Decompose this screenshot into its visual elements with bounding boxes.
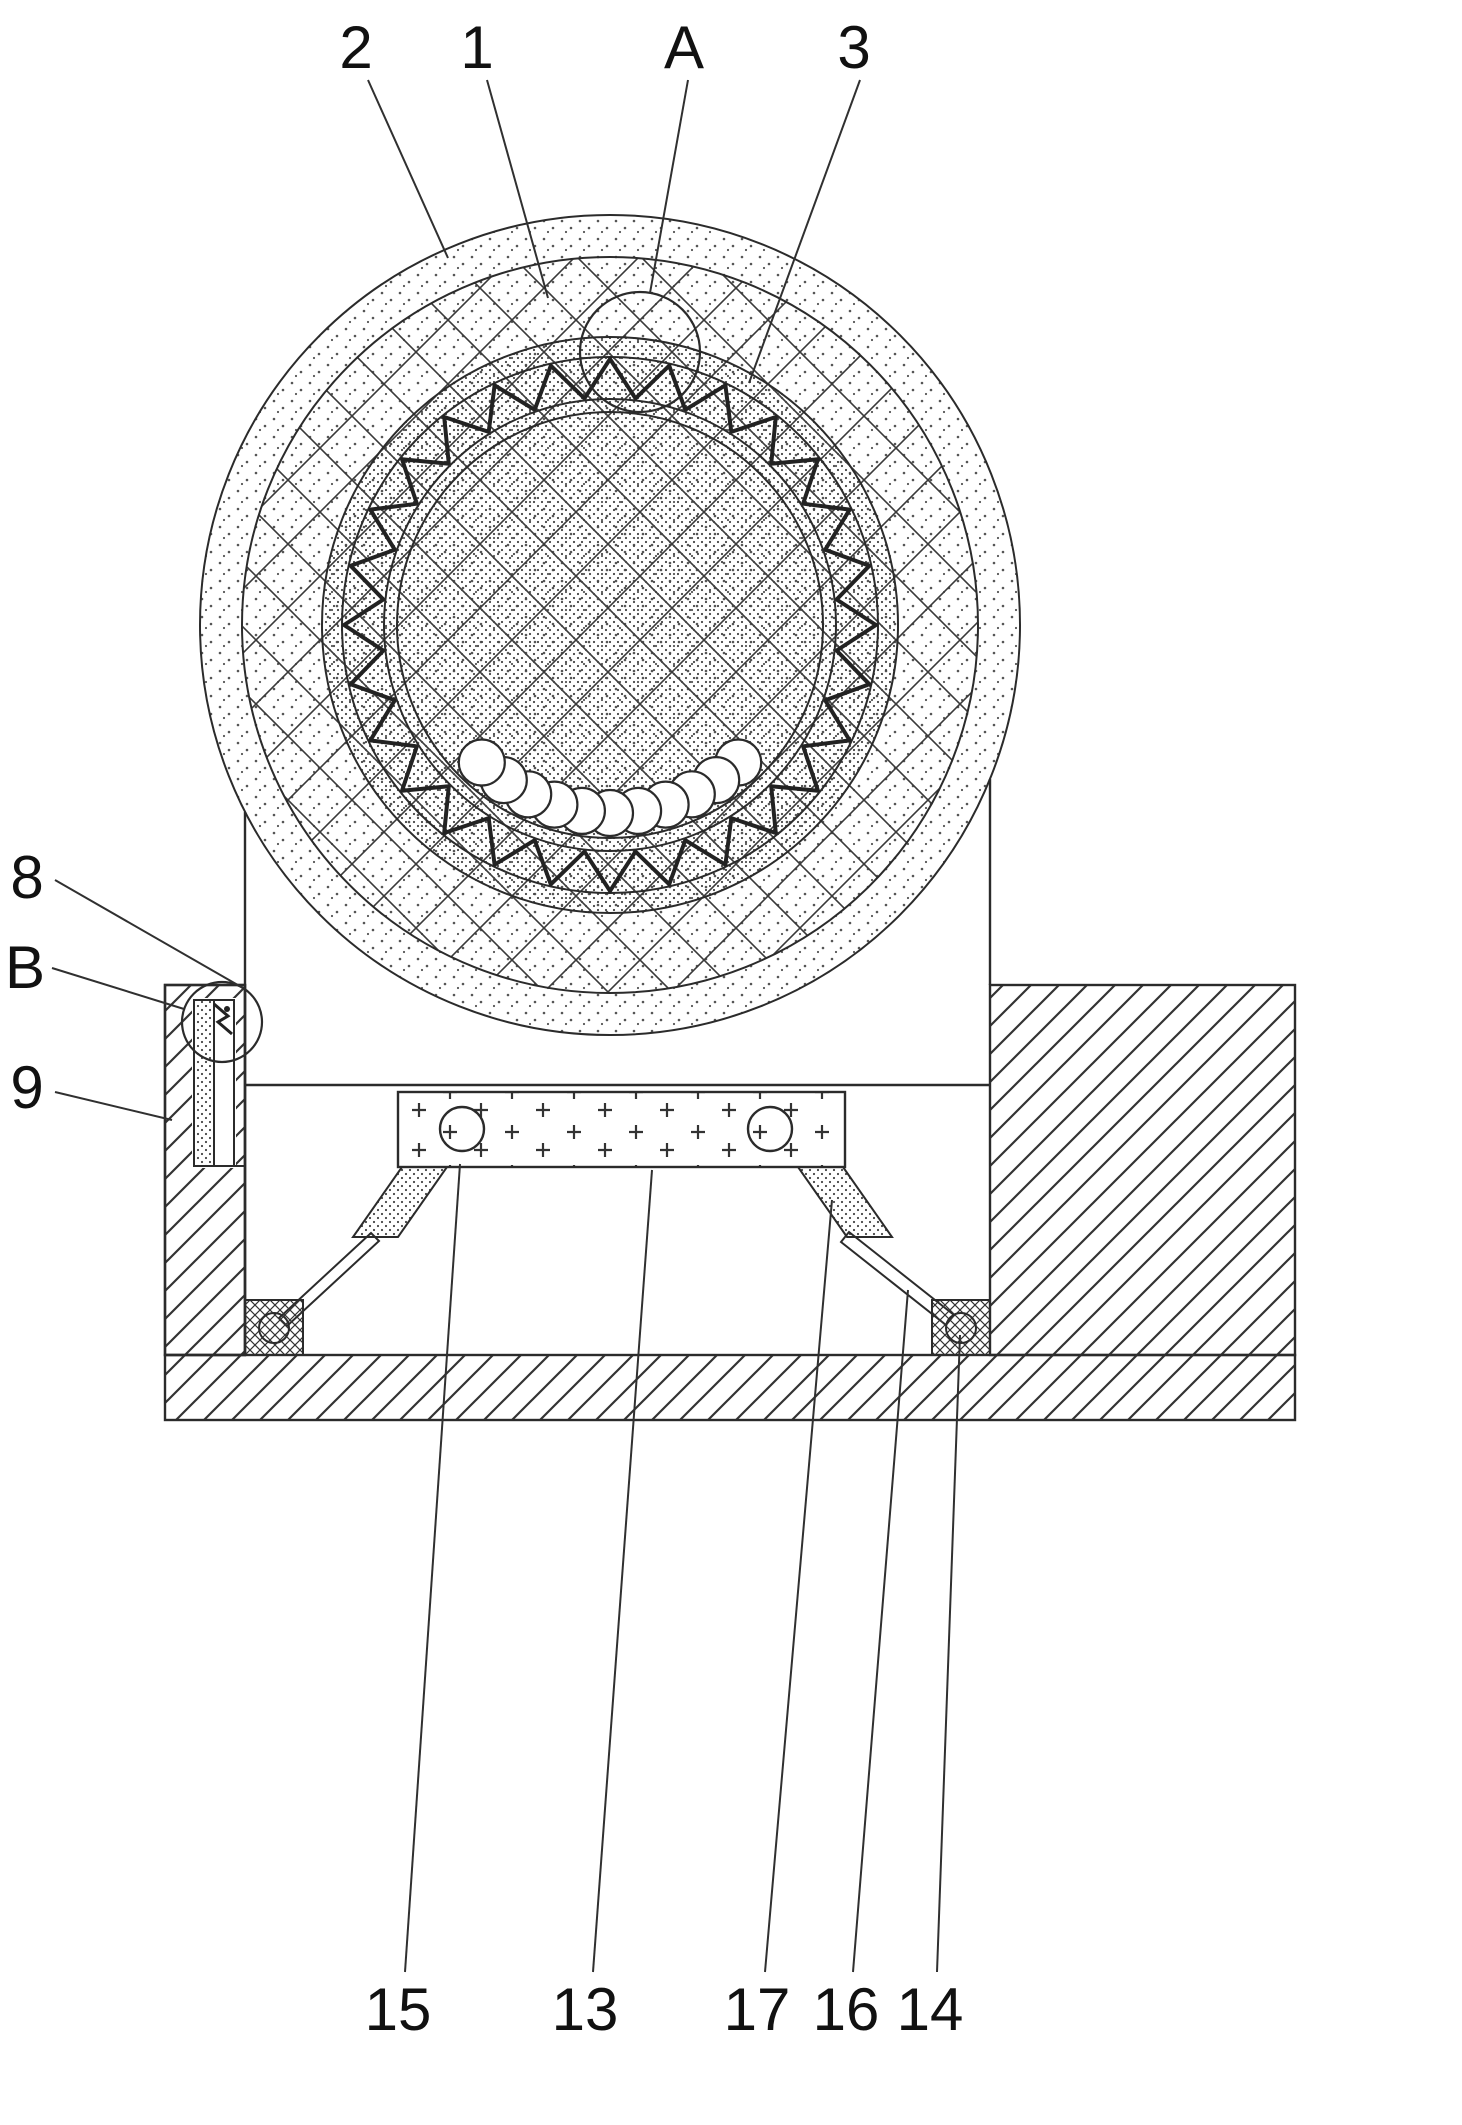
callout-a: A — [664, 14, 704, 81]
callout-14: 14 — [897, 1976, 964, 2043]
left-corner-bearing-pin — [258, 1312, 290, 1344]
leader-a — [649, 79, 689, 294]
callout-labels: 2 1 A 3 8 B 9 15 13 17 16 14 — [5, 14, 963, 2043]
ball — [457, 738, 506, 787]
leader-16 — [852, 1289, 909, 1973]
callout-b: B — [5, 934, 45, 1001]
leader-2 — [367, 79, 449, 259]
leader-8 — [54, 879, 244, 989]
callout-2: 2 — [339, 14, 372, 81]
callout-9: 9 — [10, 1054, 43, 1121]
leader-1 — [486, 79, 549, 299]
callout-17: 17 — [724, 1976, 791, 2043]
detail-circle-b — [180, 980, 264, 1064]
support-bar — [396, 1090, 847, 1169]
callout-3: 3 — [837, 14, 870, 81]
callout-13: 13 — [552, 1976, 619, 2043]
right-strut — [796, 1166, 894, 1238]
lower-mechanism — [244, 1090, 991, 1356]
right-wall — [990, 985, 1295, 1355]
callout-16: 16 — [813, 1976, 880, 2043]
leader-b — [51, 967, 185, 1010]
left-strut — [351, 1166, 449, 1238]
callout-15: 15 — [365, 1976, 432, 2043]
leader-14 — [936, 1334, 961, 1973]
latch-pin — [224, 1006, 230, 1012]
inner-sleeve-inner — [396, 411, 824, 839]
right-corner-bearing-pin — [945, 1312, 977, 1344]
truss-zigzag — [342, 357, 878, 893]
base-slab — [165, 1355, 1295, 1420]
base-housing — [163, 983, 1297, 1422]
bar-left-roller — [438, 1105, 486, 1153]
right-corner-bearing — [931, 1299, 991, 1356]
callout-1: 1 — [460, 14, 493, 81]
leader-9 — [54, 1091, 173, 1121]
pedestal-body — [243, 779, 992, 1355]
ring-assembly — [180, 214, 1021, 1064]
leader-3 — [748, 79, 861, 384]
leader-13 — [592, 1169, 653, 1973]
inner-sleeve-outer — [383, 398, 837, 852]
balls-group — [457, 738, 763, 838]
left-corner-bearing — [244, 1299, 304, 1356]
leader-lines — [51, 79, 961, 1973]
leader-15 — [404, 1163, 461, 1973]
base-slab-outline — [163, 1353, 1297, 1422]
leader-17 — [764, 1199, 833, 1973]
bar-right-roller — [746, 1105, 794, 1153]
left-plate-assembly — [192, 998, 245, 1168]
detail-circle-a — [578, 290, 702, 414]
friction-plate — [193, 999, 215, 1167]
latch-hook — [213, 1002, 233, 1036]
callout-8: 8 — [10, 844, 43, 911]
